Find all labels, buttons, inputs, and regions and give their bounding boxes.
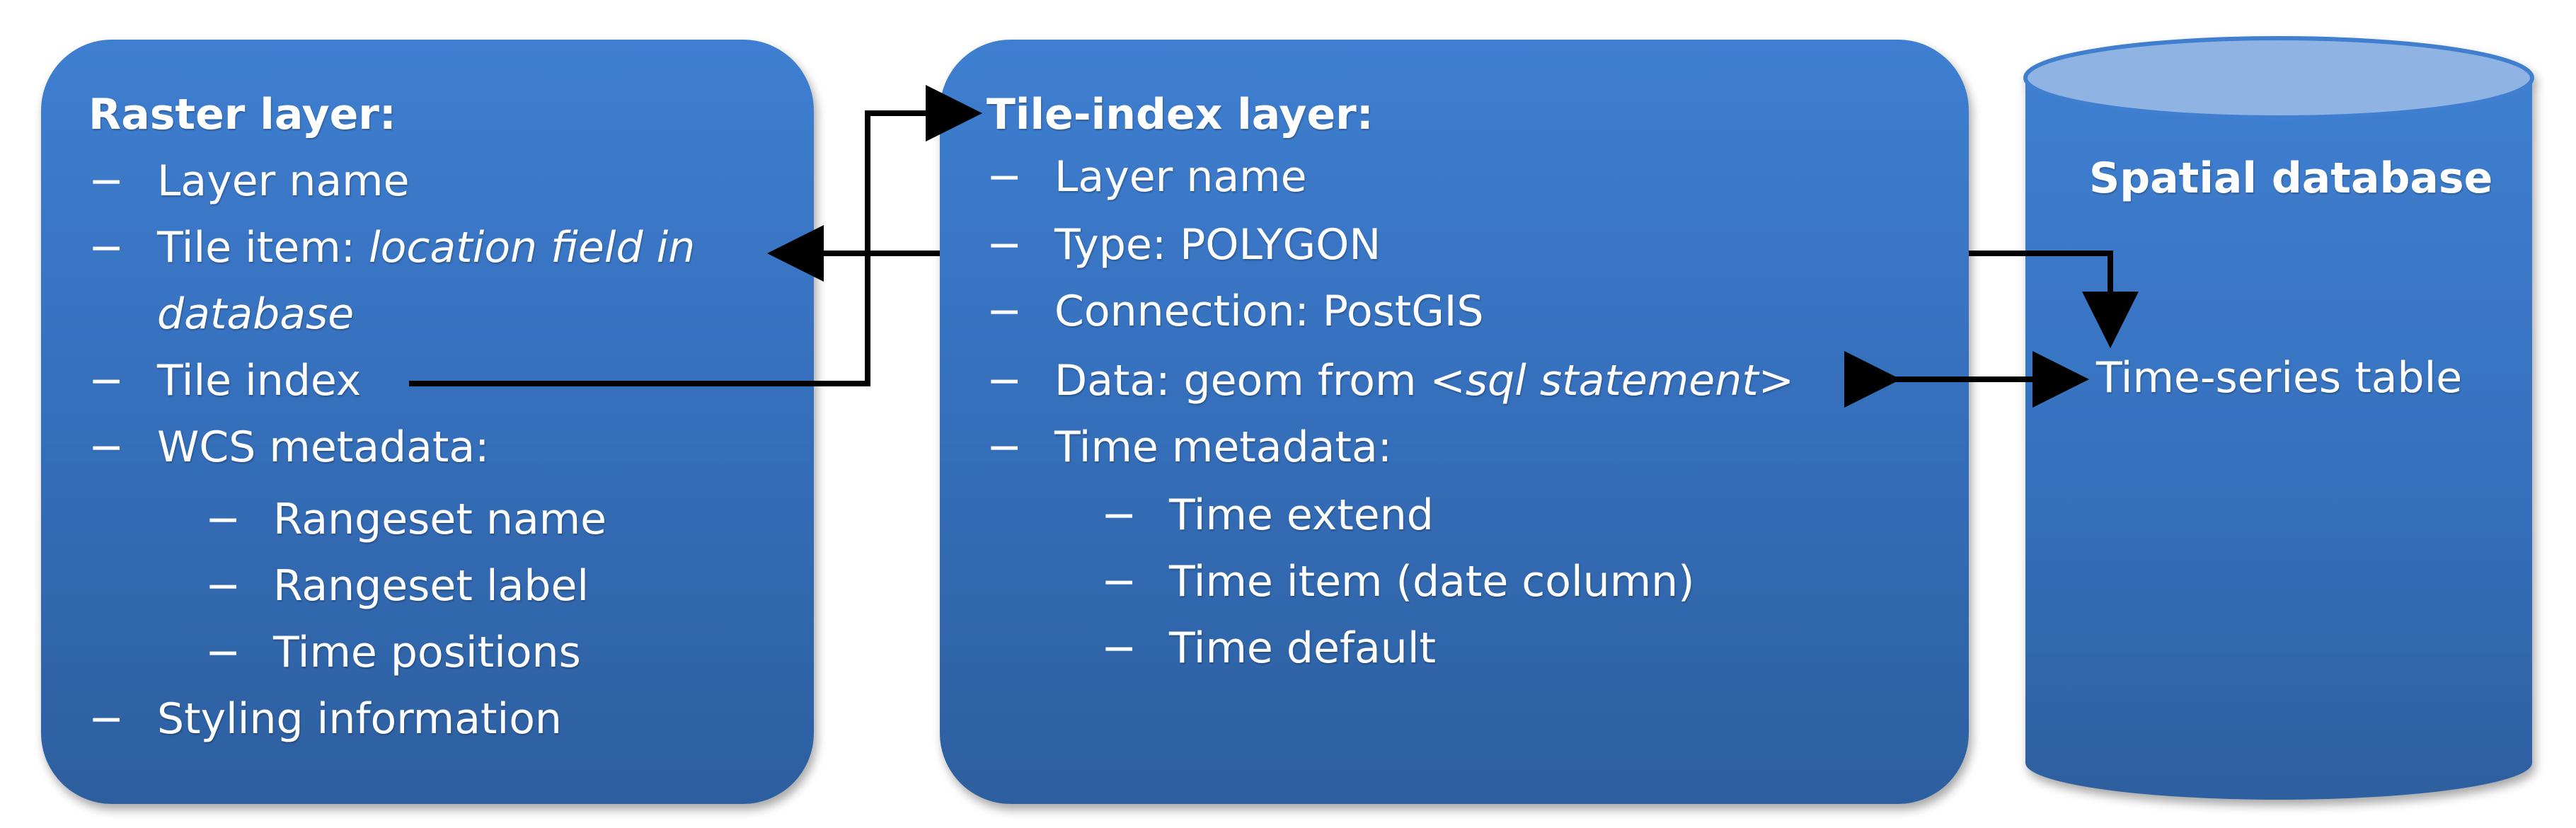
raster-styling: Styling information [157,694,562,744]
raster-wcs-metadata: WCS metadata: [157,422,490,472]
bullet: − [987,422,1023,472]
bullet: − [88,156,125,206]
bullet: − [987,152,1023,202]
bullet: − [1101,623,1137,673]
tile-index-time-default: Time default [1169,623,1437,673]
raster-rangeset-label: Rangeset label [273,561,590,611]
raster-time-positions: Time positions [273,628,581,677]
raster-rangeset-name: Rangeset name [273,495,607,544]
raster-layer-title: Raster layer: [88,90,396,139]
tile-index-layer-name: Layer name [1054,152,1307,202]
bullet: − [205,628,241,677]
bullet: − [987,220,1023,270]
raster-tile-index: Tile index [157,356,362,406]
bullet: − [205,495,241,544]
bullet: − [987,287,1023,336]
bullet: − [1101,490,1137,540]
bullet: − [88,356,125,406]
tile-index-layer-box [940,40,1969,804]
bullet: − [88,422,125,472]
tile-index-data: Data: geom from <sql statement> [1054,356,1795,406]
time-series-table-label: Time-series table [2096,353,2463,403]
raster-layer-name: Layer name [157,156,410,206]
tile-index-time-metadata: Time metadata: [1054,422,1392,472]
raster-tile-item-cont: database [157,289,355,339]
database-title: Spatial database [2089,154,2493,203]
bullet: − [205,561,241,611]
tile-index-time-extend: Time extend [1169,490,1434,540]
bullet: − [987,356,1023,406]
bullet: − [1101,557,1137,606]
bullet: − [88,694,125,744]
bullet: − [88,223,125,272]
tile-index-time-item: Time item (date column) [1169,557,1695,606]
tile-index-connection: Connection: PostGIS [1054,287,1484,336]
tile-index-title: Tile-index layer: [987,90,1374,139]
tile-index-type: Type: POLYGON [1054,220,1381,270]
